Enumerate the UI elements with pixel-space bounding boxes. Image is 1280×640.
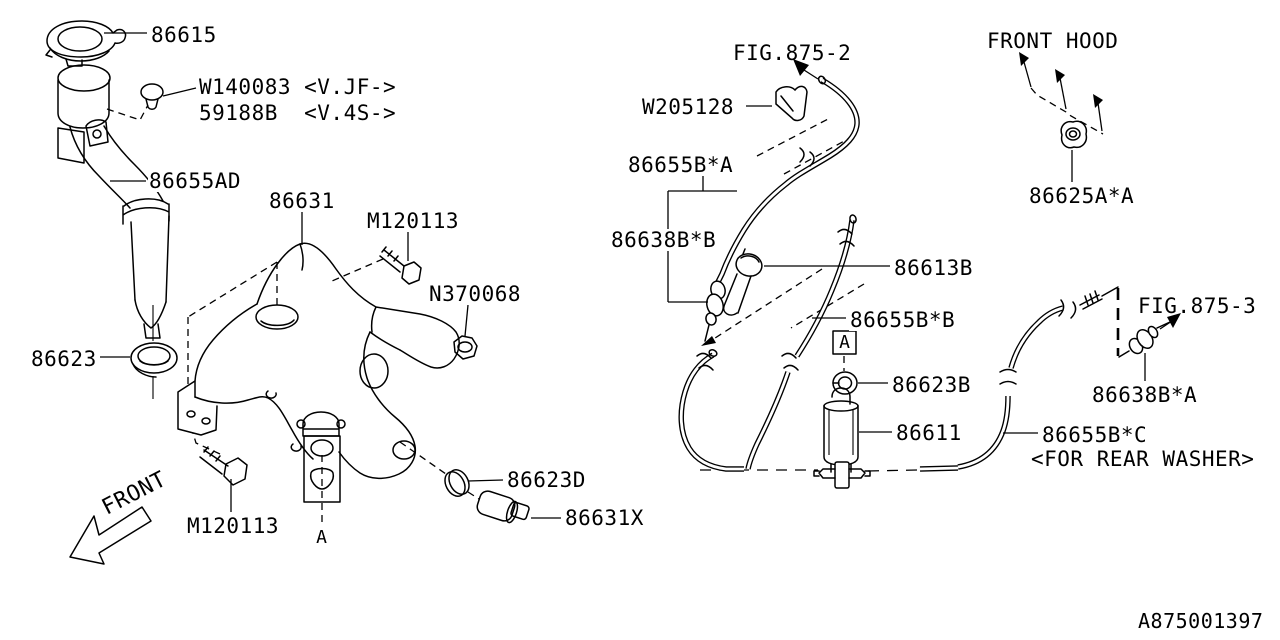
- upper-bolt-drawing: [380, 247, 421, 284]
- front-pump-drawing: [441, 466, 530, 524]
- hose-joint-drawing: [724, 249, 765, 315]
- part-label-nozzle: 86625A*A: [1028, 184, 1136, 208]
- washer-tank-drawing: [178, 243, 459, 502]
- part-label-bolt-upper: M120113: [366, 209, 461, 233]
- filler-grommet-drawing: [131, 343, 177, 377]
- part-label-packing-pump: 86623D: [506, 468, 587, 492]
- callout-a-right: A: [839, 332, 850, 353]
- check-valve-front-drawing: [704, 279, 727, 326]
- part-label-hose-rear: 86655B*C: [1041, 423, 1149, 447]
- rear-pump-drawing: [814, 331, 870, 488]
- washer-hoses: [681, 80, 1118, 469]
- part-label-cap: 86615: [150, 23, 218, 47]
- hose-clip-drawing: [776, 86, 807, 120]
- lower-bolt-drawing: [200, 447, 247, 485]
- front-hood-arrows-icon: [1019, 52, 1103, 131]
- part-label-packing-vjf: W140083 <V.JF->: [198, 75, 398, 99]
- part-label-pump-rear: 86611: [895, 421, 963, 445]
- part-label-nut: N370068: [428, 282, 523, 306]
- part-label-joint: 86613B: [893, 256, 974, 280]
- hose-open-ends: [708, 75, 857, 357]
- check-valve-rear-drawing: [1119, 322, 1170, 357]
- part-label-grommet-rear: 86623B: [891, 373, 972, 397]
- front-direction-arrow-icon: [70, 507, 151, 564]
- part-label-valve-rear: 86638B*A: [1091, 383, 1199, 407]
- washer-cap-drawing: [46, 21, 126, 66]
- callout-a-left: A: [316, 527, 327, 548]
- part-label-filler-neck: 86655AD: [148, 169, 243, 193]
- leader-lines: [100, 33, 1145, 518]
- part-label-grommet-filler: 86623: [30, 347, 98, 371]
- fig-ref-front-label: FIG.875-2: [733, 41, 852, 65]
- part-label-hose-front: 86655B*A: [627, 153, 735, 177]
- fig-ref-rear-label: FIG.875-3: [1138, 294, 1257, 318]
- fig-875-2-arrow-icon: [793, 59, 818, 79]
- part-label-packing-v4s: 59188B <V.4S->: [198, 101, 398, 125]
- part-label-bolt-lower: M120113: [186, 514, 281, 538]
- part-label-tank: 86631: [268, 189, 336, 213]
- doc-number: A875001397: [1138, 609, 1264, 633]
- nut-drawing: [454, 336, 477, 359]
- part-label-pump-front: 86631X: [564, 506, 645, 530]
- dashed-guide-lines: [107, 88, 1118, 524]
- front-hood-label: FRONT HOOD: [987, 29, 1119, 53]
- part-label-valve-front: 86638B*B: [610, 228, 718, 252]
- hose-rear-note-label: <FOR REAR WASHER>: [1031, 447, 1255, 471]
- washer-nozzle-drawing: [1061, 121, 1086, 147]
- part-label-clip: W205128: [641, 95, 736, 119]
- part-label-hose-mid: 86655B*B: [849, 308, 957, 332]
